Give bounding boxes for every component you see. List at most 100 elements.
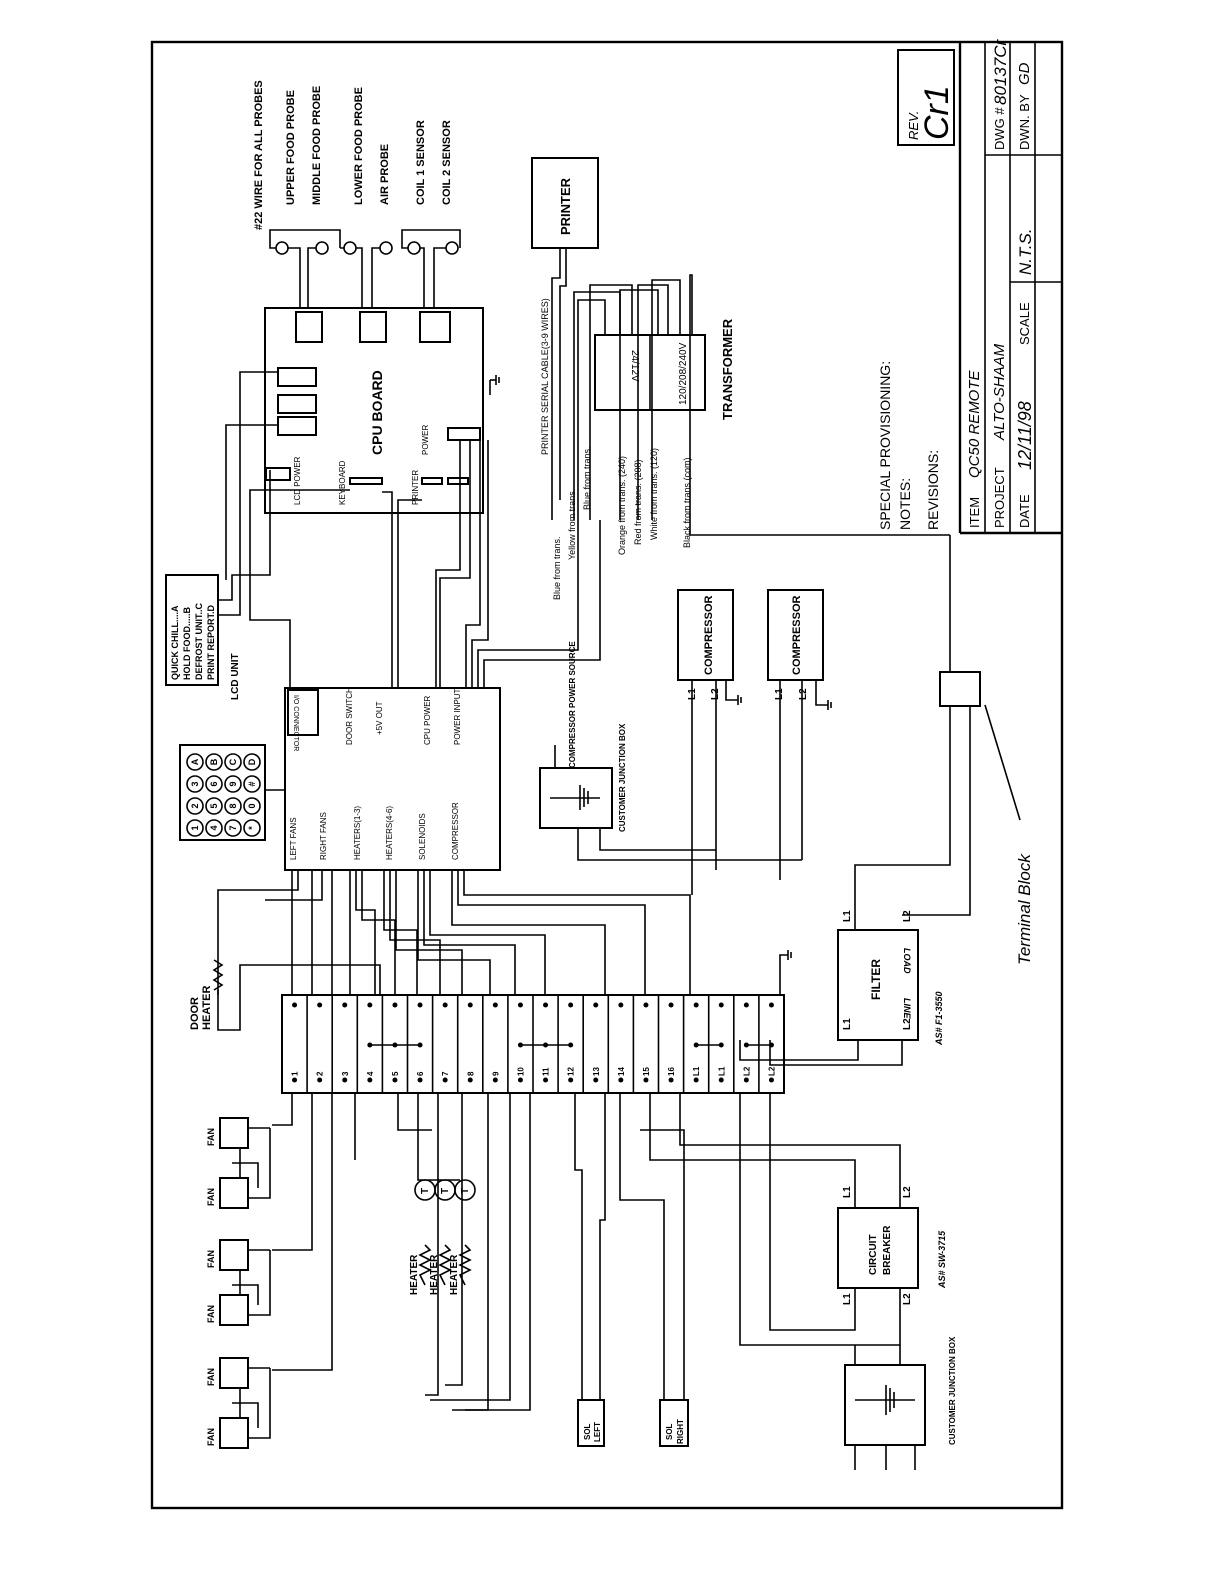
filter-l1-bottom: L1 (842, 1018, 853, 1030)
fan-label: FAN (206, 1368, 216, 1386)
terminal-screw (467, 1002, 473, 1008)
fan-icon (219, 1357, 249, 1389)
terminal-screw (743, 1002, 749, 1008)
keypad-key (186, 797, 204, 815)
terminal-screw (467, 1077, 473, 1083)
keypad-key-label: B (209, 758, 219, 765)
notes-label: NOTES: (897, 478, 913, 530)
keypad-key-label: 9 (228, 781, 238, 786)
lcd-line-2: HOLD FOOD.....B (182, 607, 192, 680)
breaker-part: AS# SW-3715 (937, 1230, 947, 1289)
keypad-key-label: A (190, 758, 200, 765)
dwn-value: GD (1016, 62, 1033, 85)
io-5v-out: +5V OUT (375, 701, 384, 735)
fan-label: FAN (206, 1428, 216, 1446)
terminal-screw (718, 1002, 724, 1008)
terminal-screw (768, 1077, 774, 1083)
terminal-screw (317, 1002, 323, 1008)
terminal-screw (593, 1002, 599, 1008)
heater-label: HEATER (429, 1254, 440, 1295)
io-heaters-1-3: HEATERS(1-3) (353, 806, 362, 860)
keypad-key (205, 753, 223, 771)
sol-left-label-1: SOL (583, 1423, 592, 1440)
revisions-label: REVISIONS: (925, 450, 941, 530)
terminal-screw (367, 1077, 373, 1083)
special-provisioning: SPECIAL PROVISIONING: (877, 361, 893, 530)
filter-l2-top: L2 (902, 910, 913, 922)
terminal-screw (668, 1002, 674, 1008)
fan-label: FAN (206, 1305, 216, 1323)
terminal-number: 5 (391, 1071, 400, 1076)
customer-junction-box: CUSTOMER JUNCTION BOX (844, 1336, 957, 1470)
terminal-screw (492, 1077, 498, 1083)
io-cpu-power: CPU POWER (423, 695, 432, 745)
item-label: ITEM (967, 497, 982, 528)
keypad-key-label: 8 (228, 803, 238, 808)
filter-l2-bottom: L2 (902, 1018, 913, 1030)
keypad-key (186, 753, 204, 771)
solenoid-right: SOL RIGHT (619, 1093, 689, 1447)
terminal-screw (442, 1077, 448, 1083)
keypad-key-label: 3 (190, 781, 200, 786)
terminal-number: 3 (341, 1071, 350, 1076)
io-board: I/O CONNECTOR DOOR SWITCH +5V OUT CPU PO… (284, 440, 601, 871)
keypad-key (186, 775, 204, 793)
probe-sensor-icon (275, 241, 459, 255)
keypad-key-label: 6 (209, 781, 219, 786)
thermostat-icon (454, 1179, 476, 1201)
terminal-screw (392, 1002, 398, 1008)
terminal-screw (568, 1002, 574, 1008)
thermostat-label: T (460, 1188, 471, 1194)
sheet-border (150, 40, 1064, 1510)
trans-wire-blue2: Blue from trans. (582, 446, 592, 510)
thermostat-label: T (420, 1188, 431, 1194)
keypad-key (186, 819, 204, 837)
terminal-number: 2 (316, 1071, 325, 1076)
keypad-key-label: * (247, 826, 257, 830)
terminal-number: 4 (366, 1071, 375, 1076)
item-value: QC50 REMOTE (966, 369, 983, 478)
keypad-key (224, 819, 242, 837)
keypad-key-label: 5 (209, 803, 219, 808)
io-door-switch: DOOR SWITCH (345, 687, 354, 745)
terminal-screw (292, 1077, 298, 1083)
heater-element-icon (418, 1244, 432, 1286)
terminal-screw (593, 1077, 599, 1083)
door-heater: DOOR HEATER (189, 959, 381, 1031)
filter-line: LINE (902, 998, 912, 1019)
probe-label-upper: UPPER FOOD PROBE (285, 90, 297, 205)
trans-wire-orange: Orange from trans. (240) (617, 456, 627, 555)
compressor-1: COMPRESSOR L1 L2 (677, 589, 742, 895)
lcd-line-1: QUICK CHILL....A (170, 605, 180, 680)
terminal-number: 13 (592, 1067, 601, 1076)
rev-value: Cr1 (918, 85, 956, 140)
filter-l1-top: L1 (842, 910, 853, 922)
io-solenoids: SOLENOIDS (418, 813, 427, 860)
trans-wire-white: White from trans. (120) (649, 448, 659, 540)
terminal-screw (718, 1077, 724, 1083)
trans-wire-black: Black from trans (com) (682, 457, 692, 548)
terminal-screw (342, 1002, 348, 1008)
terminal-number: L1 (717, 1066, 726, 1076)
sol-right-label-2: RIGHT (676, 1419, 685, 1444)
terminal-number: 16 (667, 1067, 676, 1076)
terminal-number: 6 (416, 1071, 425, 1076)
sol-right-label-1: SOL (665, 1423, 674, 1440)
io-compressor: COMPRESSOR (451, 802, 460, 860)
terminal-screw (743, 1077, 749, 1083)
breaker-l2-bottom: L2 (902, 1293, 913, 1305)
fan-label: FAN (206, 1188, 216, 1206)
compressor-2-l2: L2 (798, 688, 809, 700)
terminal-screw (367, 1002, 373, 1008)
keypad-key-label: 2 (190, 803, 200, 808)
terminal-screw (643, 1077, 649, 1083)
cpu-lcd-power: LCD POWER (293, 456, 302, 505)
terminal-block-label: Terminal Block (1015, 853, 1034, 965)
scale-value: N.T.S. (1016, 228, 1035, 275)
keypad-key (224, 775, 242, 793)
terminal-number: 14 (617, 1067, 626, 1076)
io-to-terminal-wiring (217, 870, 691, 995)
lcd-unit: QUICK CHILL....A HOLD FOOD.....B DEFROST… (165, 371, 278, 700)
keypad-key (224, 797, 242, 815)
